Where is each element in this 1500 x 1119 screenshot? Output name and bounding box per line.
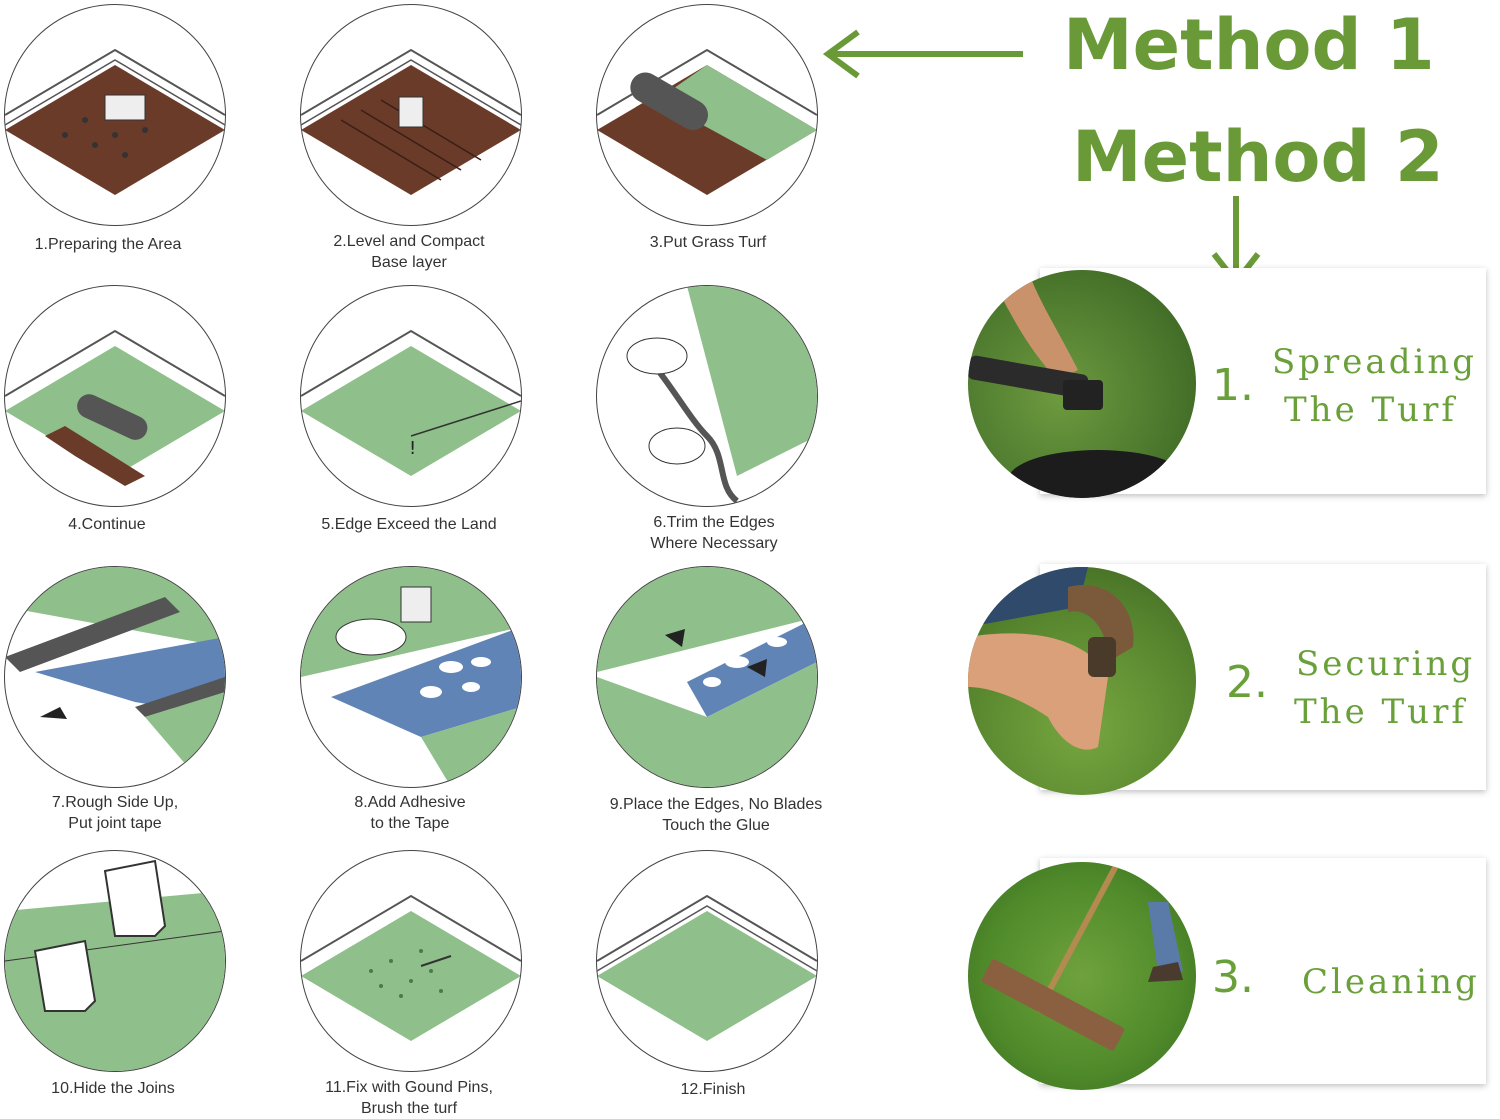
card-2-line-1: Securing (1296, 644, 1476, 684)
securing-turf-photo (968, 567, 1196, 795)
step-2-label-line-1: 2.Level and Compact (333, 233, 485, 250)
method-1-label: Method 1 (1063, 4, 1435, 86)
step-8-label-line-2: to the Tape (370, 815, 450, 832)
card-1-line-2: The Turf (1284, 390, 1457, 430)
step-9-caption: 9.Place the Edges, No Blades Touch the G… (566, 794, 866, 836)
step-2-illustration (300, 4, 522, 226)
card-1-number: 1. (1212, 360, 1254, 411)
step-6-label-line-1: 6.Trim the Edges (653, 514, 775, 531)
step-10-caption: 10.Hide the Joins (0, 1078, 263, 1099)
step-10-label-line-1: 10.Hide the Joins (51, 1080, 175, 1097)
cleaning-photo (968, 862, 1196, 1090)
step-3-label-line-1: 3.Put Grass Turf (649, 234, 767, 251)
step-1-label-line-1: 1.Preparing the Area (34, 236, 182, 253)
step-9-illustration (596, 566, 818, 788)
step-6-caption: 6.Trim the Edges Where Necessary (564, 512, 864, 554)
step-2-label-line-2: Base layer (371, 254, 447, 271)
step-4-caption: 4.Continue (0, 514, 257, 535)
step-4-illustration (4, 285, 226, 507)
spreading-turf-photo (968, 270, 1196, 498)
step-7-label-line-2: Put joint tape (68, 815, 162, 832)
step-7-label-line-1: 7.Rough Side Up, (51, 794, 179, 811)
step-9-label-line-2: Touch the Glue (662, 817, 770, 834)
step-6-illustration (596, 285, 818, 507)
svg-text:!: ! (409, 438, 416, 459)
step-11-label-line-2: Brush the turf (360, 1100, 458, 1117)
step-5-caption: 5.Edge Exceed the Land (259, 514, 559, 535)
step-7-caption: 7.Rough Side Up, Put joint tape (0, 792, 265, 834)
step-3-caption: 3.Put Grass Turf (558, 232, 858, 253)
step-12-label-line-1: 12.Finish (680, 1081, 746, 1098)
card-2-line-2: The Turf (1294, 692, 1467, 732)
step-1-illustration (4, 4, 226, 226)
card-3-title: Cleaning (1302, 958, 1480, 1006)
card-3-number: 3. (1212, 952, 1254, 1003)
step-3-illustration (596, 4, 818, 226)
step-11-label-line-1: 11.Fix with Gound Pins, (325, 1079, 493, 1096)
step-5-label-line-1: 5.Edge Exceed the Land (321, 516, 497, 533)
step-4-label-line-1: 4.Continue (68, 516, 146, 533)
card-2-number: 2. (1226, 657, 1268, 708)
card-3-line-1: Cleaning (1302, 962, 1480, 1002)
step-1-caption: 1.Preparing the Area (0, 234, 258, 255)
step-11-illustration (300, 850, 522, 1072)
step-9-label-line-1: 9.Place the Edges, No Blades (609, 796, 823, 813)
step-8-caption: 8.Add Adhesive to the Tape (260, 792, 560, 834)
step-8-illustration (300, 566, 522, 788)
step-8-label-line-1: 8.Add Adhesive (354, 794, 466, 811)
step-7-illustration (4, 566, 226, 788)
step-5-illustration: ! (300, 285, 522, 507)
step-12-illustration (596, 850, 818, 1072)
step-11-caption: 11.Fix with Gound Pins, Brush the turf (259, 1077, 559, 1119)
step-6-label-line-2: Where Necessary (650, 535, 778, 552)
step-10-illustration (4, 850, 226, 1072)
step-12-caption: 12.Finish (563, 1079, 863, 1100)
left-arrow-icon (822, 29, 1023, 79)
method-2-label: Method 2 (1072, 116, 1444, 198)
card-1-title: Spreading The Turf (1272, 338, 1477, 434)
card-2-title: Securing The Turf (1294, 640, 1475, 736)
card-1-line-1: Spreading (1272, 342, 1478, 382)
step-2-caption: 2.Level and Compact Base layer (259, 231, 559, 273)
